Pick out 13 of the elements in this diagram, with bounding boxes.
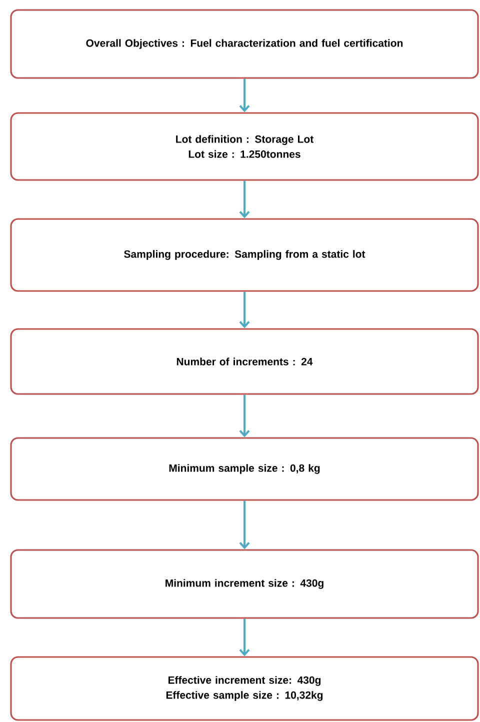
arrow [239,618,250,656]
arrow [239,394,250,438]
arrow [239,180,250,218]
process-box: Minimum increment size : 430g [10,549,479,619]
process-box: Lot definition : Storage Lot Lot size : 1.250tonnes [10,112,479,181]
process-box: Effective increment size: 430g Effective sample size : 10,32kg [10,656,479,721]
process-box: Number of increments : 24 [10,328,479,395]
arrow [239,78,250,112]
process-box: Overall Objectives : Fuel characterization and fuel certification [10,9,479,79]
process-box: Sampling procedure: Sampling from a static lot [10,218,479,292]
arrow [239,500,250,550]
process-box: Minimum sample size : 0,8 kg [10,437,479,501]
arrow [239,292,250,328]
